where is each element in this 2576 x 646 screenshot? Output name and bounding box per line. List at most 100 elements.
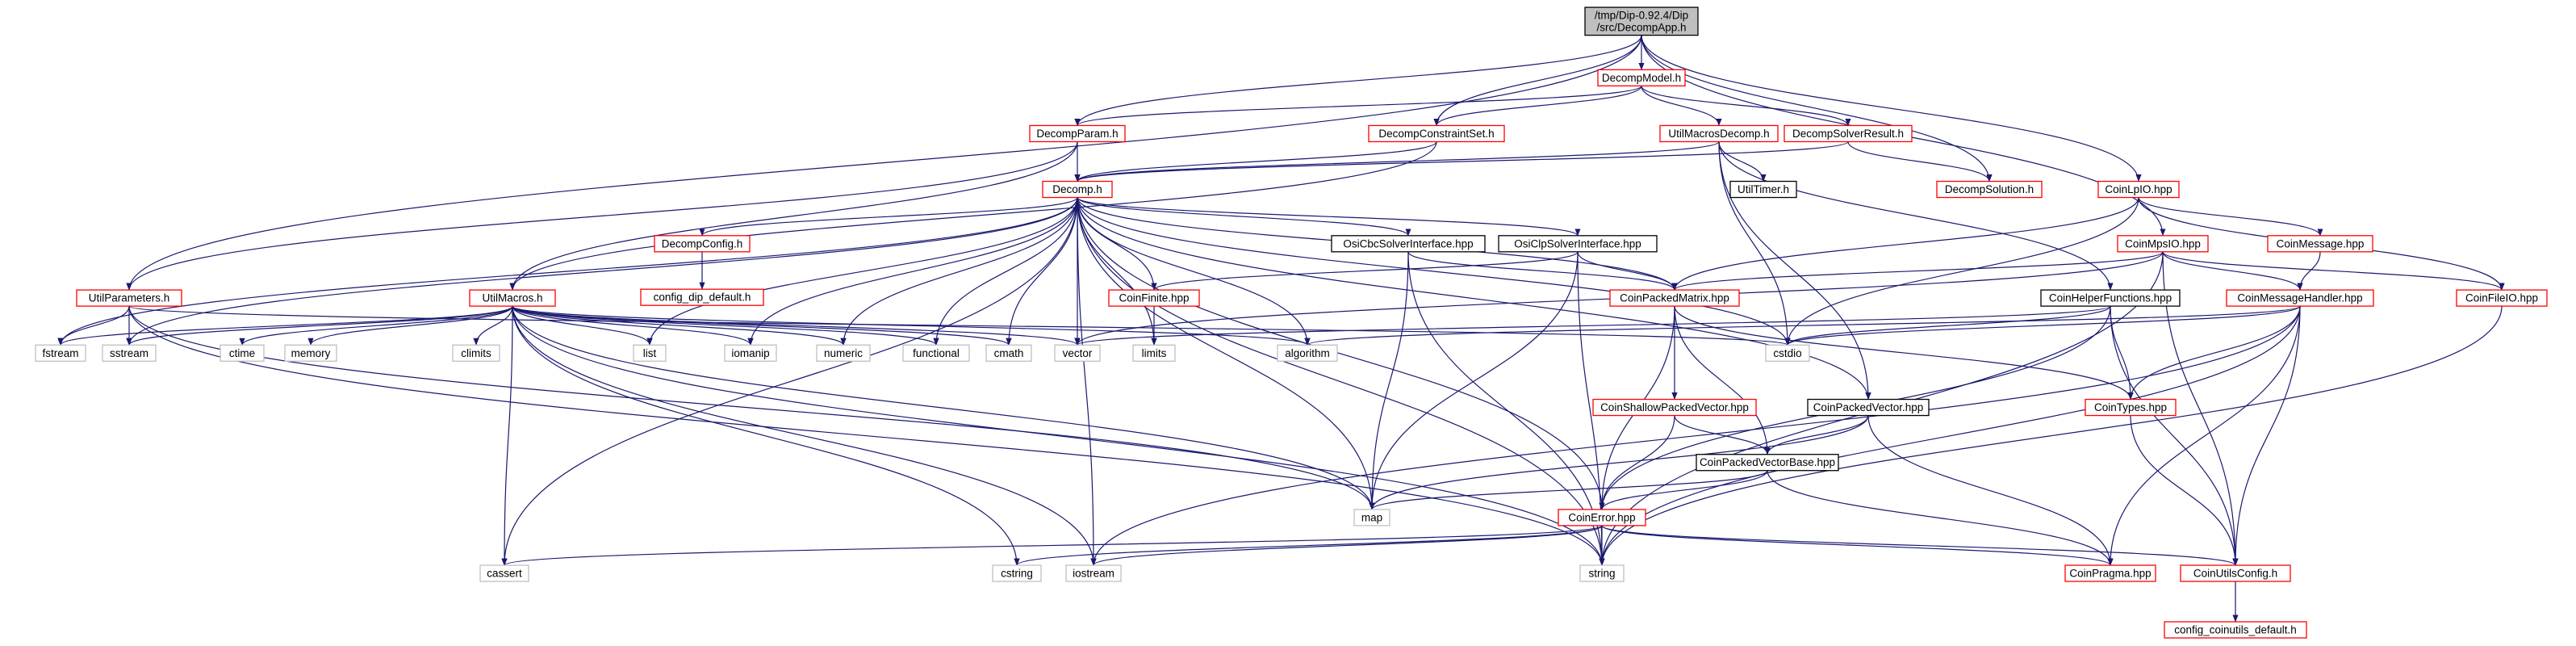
node-box xyxy=(1807,398,1930,417)
edge-decomp-to-iomanip xyxy=(747,197,1078,346)
edge-coinfileio-to-string xyxy=(1599,306,2503,566)
node-coinhelper[interactable]: CoinHelperFunctions.hpp xyxy=(2040,289,2181,307)
node-box xyxy=(2064,564,2156,582)
edge-root-to-coinlpio xyxy=(1641,35,2142,182)
node-coinpackedvector[interactable]: CoinPackedVector.hpp xyxy=(1807,398,1930,417)
edge-coinmpsio-to-coinpackedmatrix xyxy=(1671,251,2164,291)
node-utilmacros[interactable]: UtilMacros.h xyxy=(469,289,556,307)
node-coinfileio[interactable]: CoinFileIO.hpp xyxy=(2456,289,2548,307)
node-decomp[interactable]: Decomp.h xyxy=(1042,180,1113,199)
node-box xyxy=(1108,289,1200,307)
node-string: string xyxy=(1579,564,1625,582)
edge-osicbc-to-coinpackedmatrix xyxy=(1407,251,1678,291)
node-label: string xyxy=(1588,568,1615,580)
node-coinerror[interactable]: CoinError.hpp xyxy=(1558,509,1646,526)
node-decompmodel[interactable]: DecompModel.h xyxy=(1597,69,1686,87)
edge-coinpvbase-to-map xyxy=(1369,470,1768,510)
edge-root-to-decompsolution xyxy=(1641,35,1993,182)
node-limits: limits xyxy=(1132,344,1176,362)
edge-utilmacros-to-sstream xyxy=(126,305,513,346)
node-label: CoinFileIO.hpp xyxy=(2465,292,2538,304)
node-box xyxy=(724,344,777,362)
node-box xyxy=(1277,344,1338,362)
edge-coinshallow-to-coinpvbase xyxy=(1674,415,1771,455)
node-coinfinite[interactable]: CoinFinite.hpp xyxy=(1108,289,1200,307)
node-coinpvbase[interactable]: CoinPackedVectorBase.hpp xyxy=(1696,454,1839,472)
node-label: OsiClpSolverInterface.hpp xyxy=(1514,237,1641,250)
node-box xyxy=(2180,564,2291,582)
edge-decomp-to-fstream xyxy=(57,197,1078,346)
edge-coinpvbase-to-coinpragma xyxy=(1767,470,2114,566)
node-decompconstraintset[interactable]: DecompConstraintSet.h xyxy=(1368,124,1505,143)
node-box xyxy=(1584,6,1699,36)
node-label: DecompConfig.h xyxy=(662,237,743,250)
node-coinmessage[interactable]: CoinMessage.hpp xyxy=(2267,235,2373,253)
edge-decompmodel-to-decompconstraintset xyxy=(1433,86,1642,126)
node-climits: climits xyxy=(452,344,500,362)
edge-coinerror-to-cstring xyxy=(1014,525,1603,566)
node-decompsolution[interactable]: DecompSolution.h xyxy=(1936,180,2043,199)
node-functional: functional xyxy=(902,344,970,362)
node-box xyxy=(284,344,337,362)
edge-osicbc-to-map xyxy=(1369,251,1409,510)
edge-utilmacrosdecomp-to-utiltimer xyxy=(1718,141,1767,182)
edge-utilmacros-to-memory xyxy=(307,305,513,346)
node-configcoinutils[interactable]: config_coinutils_default.h xyxy=(2164,621,2307,639)
node-label: CoinLpIO.hpp xyxy=(2105,183,2172,195)
edge-utilparameters-to-map xyxy=(128,306,1375,510)
node-utilmacrosdecomp[interactable]: UtilMacrosDecomp.h xyxy=(1659,124,1779,143)
node-label: cstring xyxy=(1001,568,1033,580)
node-box xyxy=(102,344,157,362)
node-box xyxy=(2267,235,2373,253)
node-coinmessagehandler[interactable]: CoinMessageHandler.hpp xyxy=(2226,289,2374,307)
node-decompsolverresult[interactable]: DecompSolverResult.h xyxy=(1784,124,1913,143)
node-ctime: ctime xyxy=(220,344,265,362)
edge-coinmpsio-to-coinmessagehandler xyxy=(2162,251,2303,291)
node-cmath: cmath xyxy=(985,344,1032,362)
node-label: list xyxy=(643,347,657,359)
node-utilparameters[interactable]: UtilParameters.h xyxy=(76,289,182,307)
edge-utilmacros-to-map xyxy=(512,306,1375,510)
node-root[interactable]: /tmp/Dip-0.92.4/Dip/src/DecompApp.h xyxy=(1584,6,1699,36)
node-coinmpsio[interactable]: CoinMpsIO.hpp xyxy=(2117,235,2209,253)
node-box xyxy=(654,235,751,253)
node-sstream: sstream xyxy=(102,344,157,362)
node-vector: vector xyxy=(1054,344,1101,362)
node-label: algorithm xyxy=(1285,347,1330,359)
node-coinpackedmatrix[interactable]: CoinPackedMatrix.hpp xyxy=(1609,289,1740,307)
node-box xyxy=(2040,289,2181,307)
edge-decomp-to-iostream xyxy=(1077,197,1097,566)
edge-coinpvbase-to-coinerror xyxy=(1599,470,1768,510)
node-box xyxy=(1729,180,1797,199)
node-box xyxy=(1659,124,1779,143)
node-box xyxy=(1597,69,1686,87)
edge-coinpackedvector-to-coinpvbase xyxy=(1764,415,1869,455)
edge-decompsolverresult-to-decompsolution xyxy=(1847,141,1993,182)
node-coinlpio[interactable]: CoinLpIO.hpp xyxy=(2097,180,2180,199)
edge-decompmodel-to-decompparam xyxy=(1074,85,1642,126)
edge-coinlpio-to-cstdio xyxy=(1784,197,2139,346)
node-box xyxy=(1558,509,1646,526)
edge-decomp-to-coinfinite xyxy=(1077,197,1157,291)
node-osicbc[interactable]: OsiCbcSolverInterface.hpp xyxy=(1331,235,1486,253)
node-cointypes[interactable]: CoinTypes.hpp xyxy=(2085,398,2177,417)
node-osiclp[interactable]: OsiClpSolverInterface.hpp xyxy=(1498,235,1658,253)
node-coinshallow[interactable]: CoinShallowPackedVector.hpp xyxy=(1592,398,1757,417)
node-decompparam[interactable]: DecompParam.h xyxy=(1029,124,1126,143)
node-coinutilsconfig[interactable]: CoinUtilsConfig.h xyxy=(2180,564,2291,582)
nodes-layer: /tmp/Dip-0.92.4/Dip/src/DecompApp.hDecom… xyxy=(35,6,2548,639)
node-label: /tmp/Dip-0.92.4/Dip xyxy=(1595,9,1688,21)
edge-coinpackedmatrix-to-coinpvbase xyxy=(1674,306,1771,455)
node-utiltimer[interactable]: UtilTimer.h xyxy=(1729,180,1797,199)
node-box xyxy=(1579,564,1625,582)
node-coinpragma[interactable]: CoinPragma.hpp xyxy=(2064,564,2156,582)
edge-coinmessagehandler-to-string xyxy=(1599,306,2301,566)
edge-utilmacrosdecomp-to-decomp xyxy=(1074,141,1720,182)
node-box xyxy=(2164,621,2307,639)
node-decompconfig[interactable]: DecompConfig.h xyxy=(654,235,751,253)
node-box xyxy=(1765,344,1810,362)
node-box xyxy=(1132,344,1176,362)
node-configdip[interactable]: config_dip_default.h xyxy=(640,288,764,306)
edge-utilmacros-to-cstring xyxy=(512,306,1020,566)
